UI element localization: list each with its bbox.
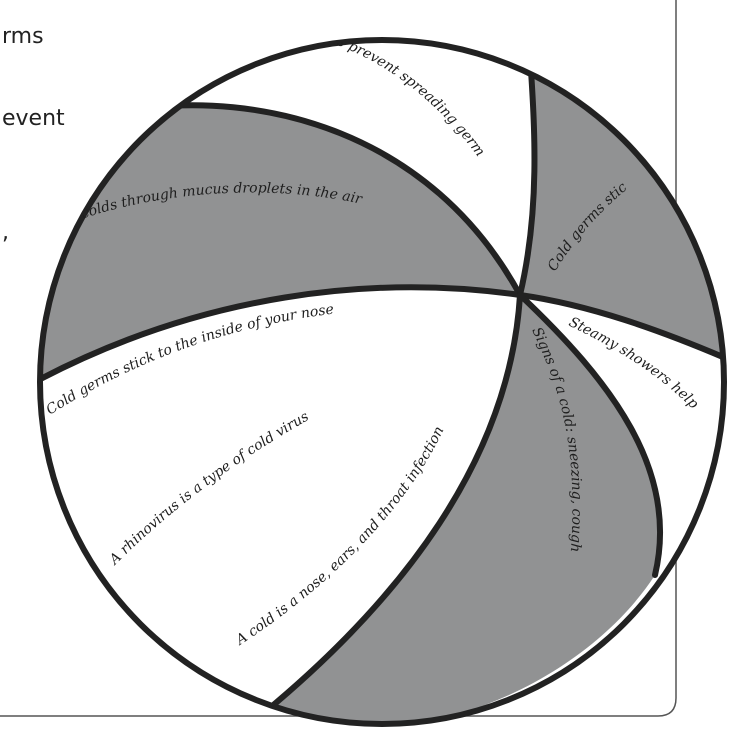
ball-panel bbox=[520, 55, 724, 360]
background-text-fragment: , bbox=[2, 220, 9, 245]
page-frame bbox=[0, 0, 677, 717]
ball-panel bbox=[40, 105, 520, 390]
background-text-fragment: event bbox=[2, 106, 65, 131]
background-text-fragment: rms bbox=[2, 24, 44, 49]
ball-outline bbox=[37, 37, 727, 727]
